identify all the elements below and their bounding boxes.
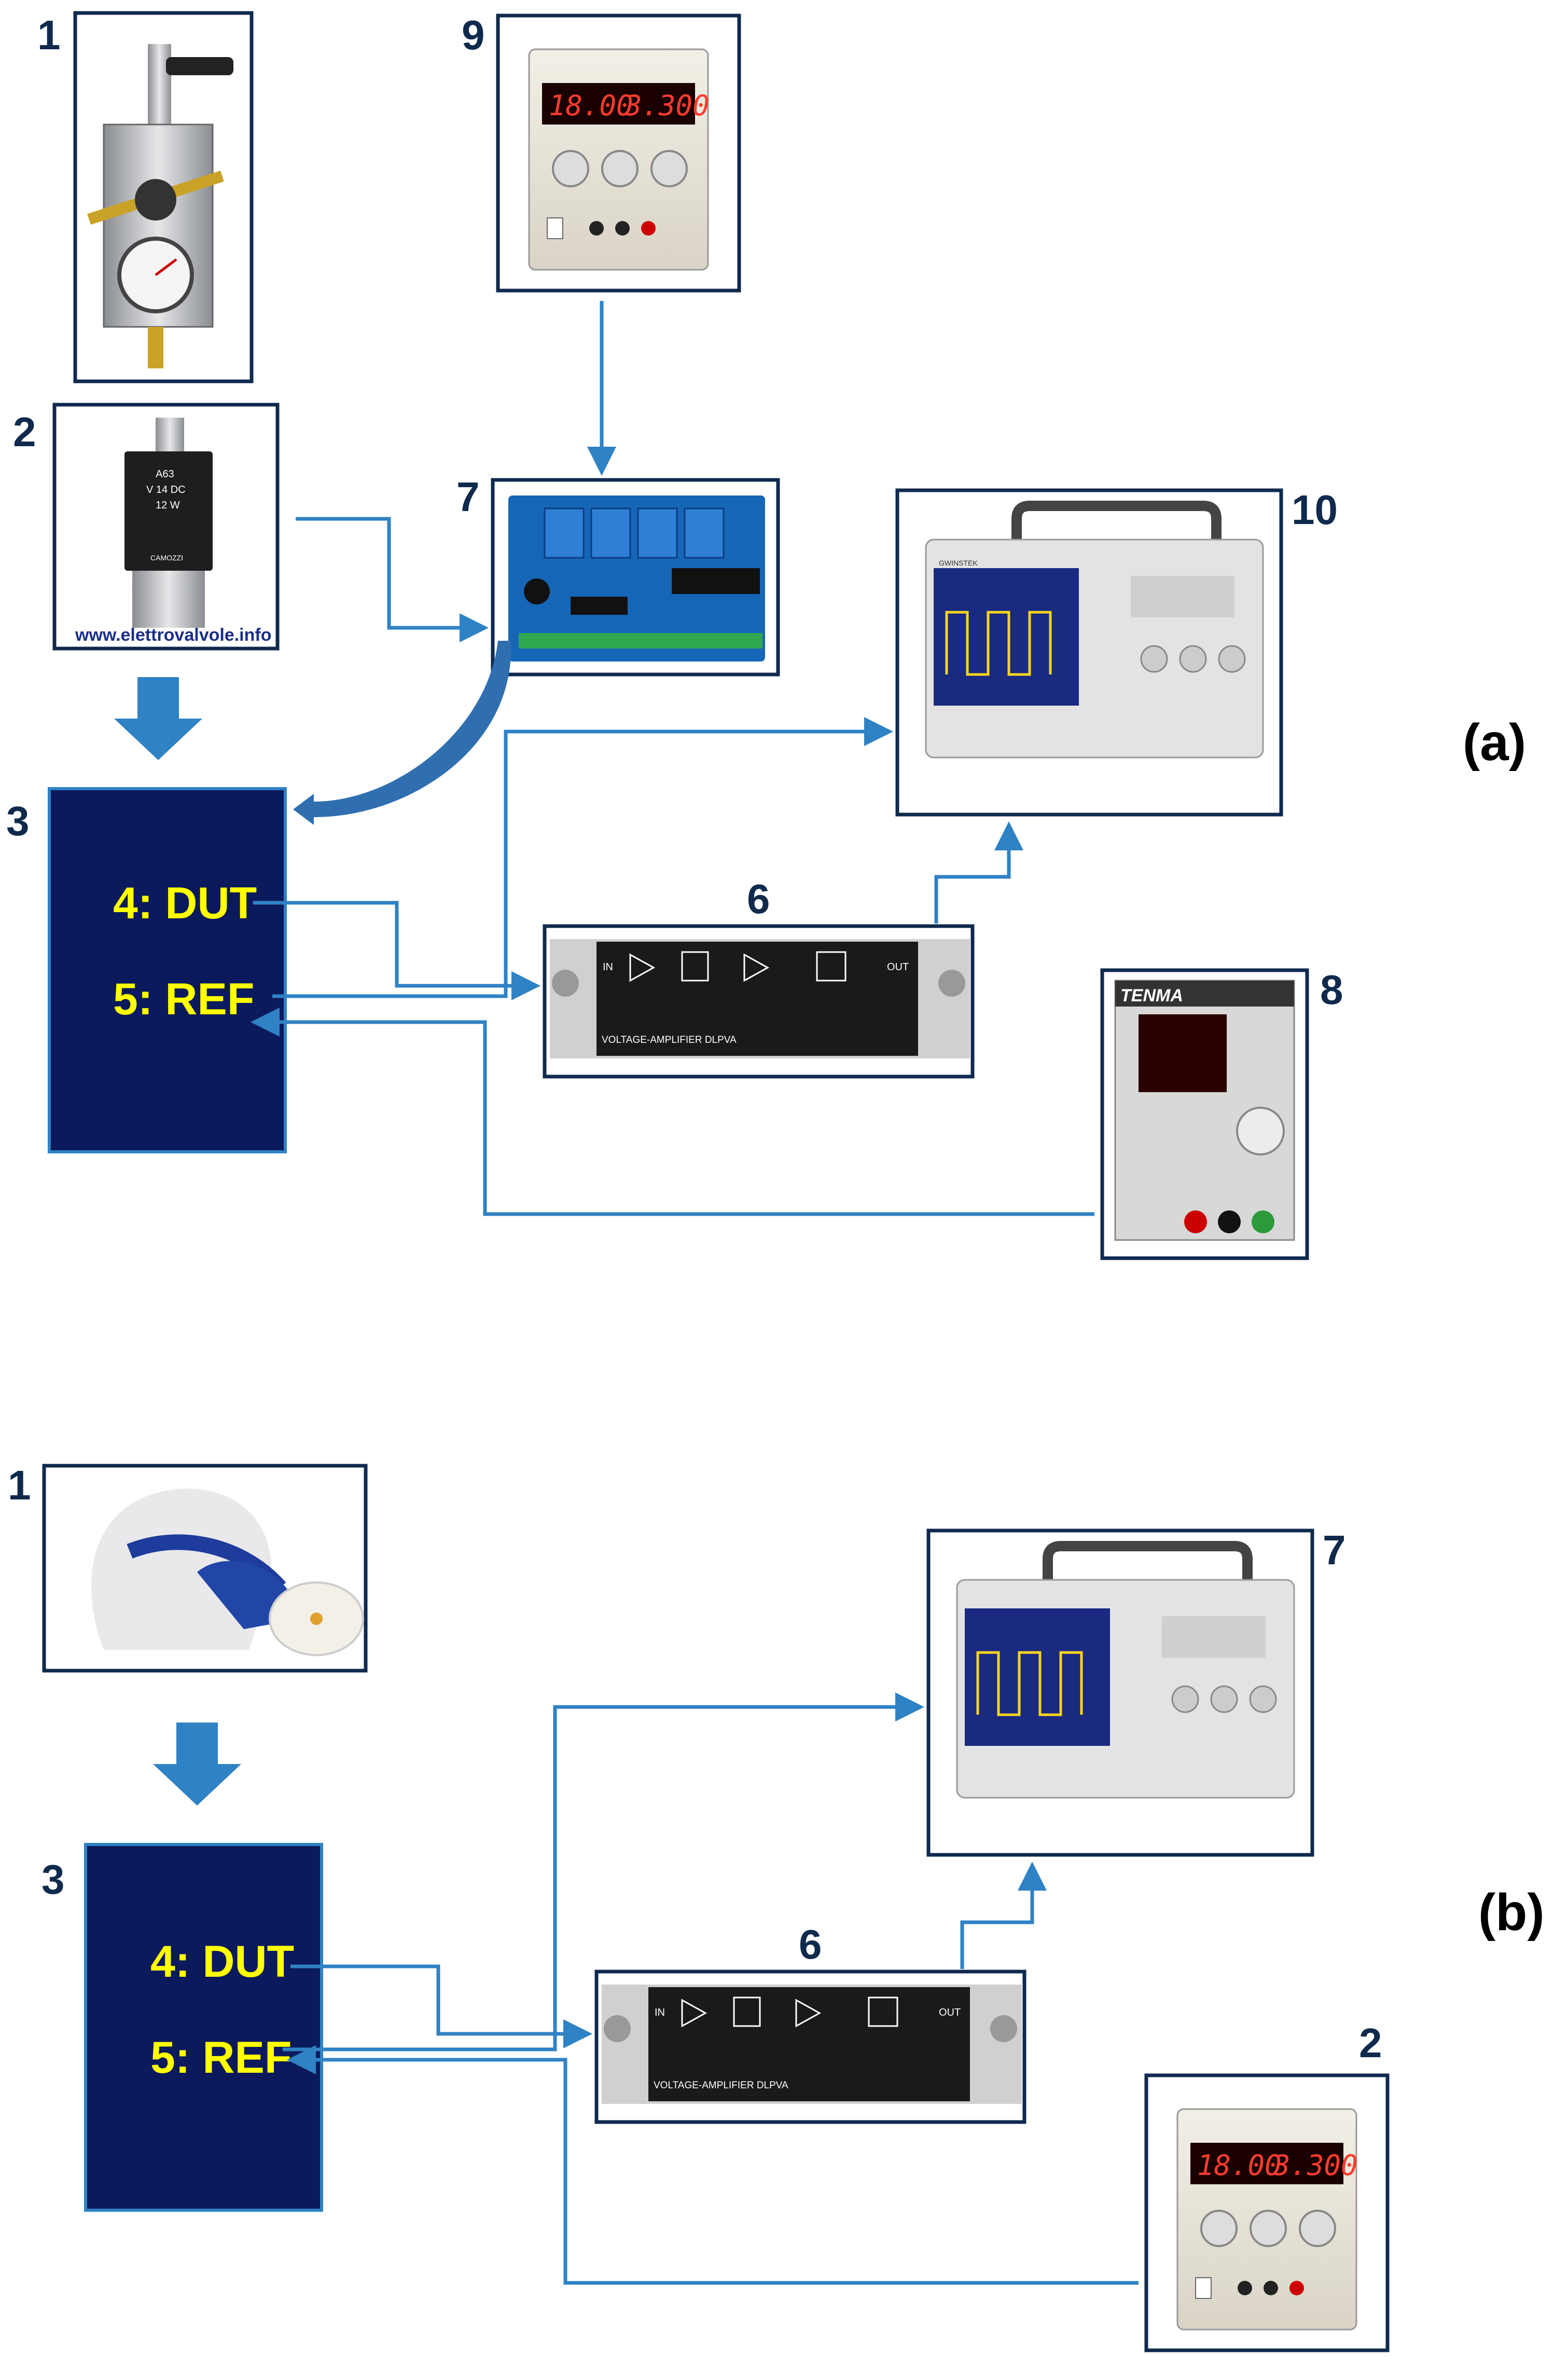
- amp-out-label: OUT: [887, 961, 909, 973]
- valve-brand-text: CAMOZZI: [150, 554, 183, 562]
- oscilloscope-device: GWINSTEK: [895, 488, 1283, 817]
- valve-power-text: 12 W: [156, 500, 180, 511]
- psu-voltage-display: 18.00: [549, 89, 633, 122]
- dut-sensor-label: 4: DUT: [113, 878, 257, 928]
- label-6a: 6: [747, 876, 770, 922]
- wire-psu-to-ref-b: [287, 2045, 1139, 2285]
- wire-valve-to-relay: [296, 517, 489, 642]
- solenoid-valve-device: A63 V 14 DC 12 W CAMOZZI www.elettrovalv…: [52, 403, 280, 651]
- label-1b: 1: [8, 1462, 31, 1508]
- valve-voltage-text: V 14 DC: [146, 484, 186, 495]
- valve-url-text: www.elettrovalvole.info: [75, 625, 271, 645]
- wire-tenma-to-ref: [251, 1008, 1094, 1216]
- panel-label-b: (b): [1478, 1883, 1545, 1941]
- amp-model-label-b: VOLTAGE-AMPLIFIER DLPVA: [654, 2080, 788, 2091]
- ref-sensor-label: 5: REF: [113, 974, 254, 1024]
- label-7b: 7: [1323, 1527, 1346, 1573]
- flow-arrow-mask-to-chamber: [153, 1723, 241, 1806]
- wire-amplifier-to-oscilloscope: [934, 821, 1023, 924]
- psu-current-display: 3.300: [625, 89, 710, 122]
- label-6b: 6: [799, 1921, 822, 1967]
- wire-ref-to-oscilloscope: [272, 717, 893, 998]
- wire-dut-to-amplifier-b: [290, 1964, 592, 2048]
- amp-model-label: VOLTAGE-AMPLIFIER DLPVA: [602, 1035, 737, 1045]
- scope-brand-text: GWINSTEK: [939, 559, 978, 567]
- label-2a: 2: [13, 409, 36, 455]
- curved-arrow-relay-to-chamber: [314, 641, 511, 817]
- label-10a: 10: [1292, 487, 1338, 533]
- flow-arrow-valve-to-chamber: [114, 677, 202, 760]
- amp-in-label: IN: [603, 961, 613, 973]
- label-2b: 2: [1359, 2020, 1382, 2066]
- label-3a: 3: [6, 798, 30, 844]
- valve-model-text: A63: [156, 469, 174, 480]
- psu-current-display-b: 3.300: [1273, 2149, 1358, 2182]
- amp-in-label-b: IN: [655, 2007, 665, 2018]
- wire-ref-to-oscilloscope-b: [283, 1692, 924, 2051]
- wire-amplifier-to-oscilloscope-b: [960, 1862, 1047, 1969]
- tenma-power-supply-device: TENMA: [1100, 968, 1309, 1260]
- power-supply-device: 18.00 3.300: [496, 13, 741, 293]
- tenma-logo: TENMA: [1120, 986, 1183, 1006]
- voltage-amplifier-device-b: IN OUT VOLTAGE-AMPLIFIER DLPVA: [594, 1969, 1026, 2124]
- pressure-regulator-device: [73, 11, 254, 383]
- respirator-mask-device: [42, 1464, 368, 1673]
- label-3b: 3: [41, 1856, 65, 1903]
- test-chamber: [48, 787, 287, 1153]
- label-9a: 9: [462, 12, 485, 58]
- label-1a: 1: [37, 12, 61, 58]
- dut-sensor-label-b: 4: DUT: [150, 1937, 294, 1987]
- amp-out-label-b: OUT: [939, 2007, 961, 2018]
- psu-voltage-display-b: 18.00: [1197, 2149, 1282, 2182]
- ref-sensor-label-b: 5: REF: [150, 2033, 292, 2083]
- voltage-amplifier-device: IN OUT VOLTAGE-AMPLIFIER DLPVA: [543, 924, 975, 1079]
- test-chamber-b: [84, 1843, 323, 2212]
- label-7a: 7: [456, 474, 480, 520]
- wire-dut-to-amplifier: [253, 901, 540, 1000]
- panel-label-a: (a): [1463, 713, 1526, 772]
- oscilloscope-device-b: [926, 1528, 1314, 1857]
- power-supply-device-b: 18.00 3.300: [1144, 2073, 1390, 2352]
- label-8a: 8: [1320, 967, 1343, 1013]
- relay-board-device: [491, 478, 780, 677]
